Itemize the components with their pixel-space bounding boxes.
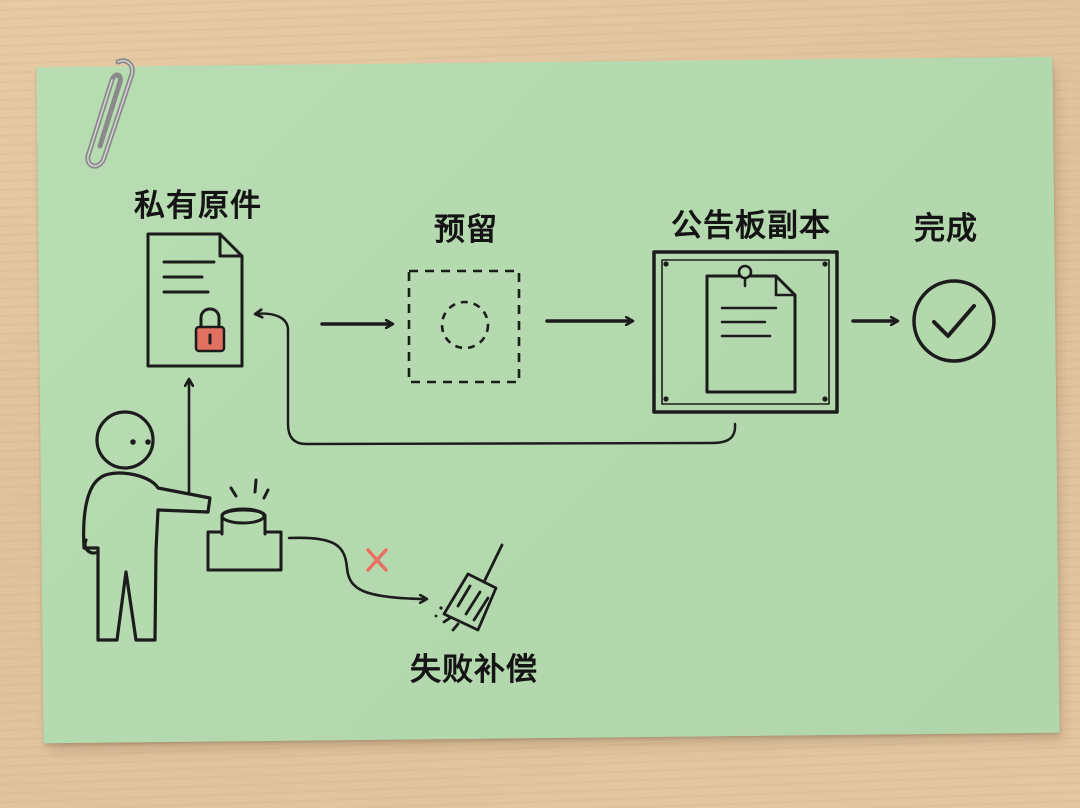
- label-reserve: 预留: [434, 212, 498, 248]
- dashed-placeholder-icon: [407, 269, 521, 384]
- label-done: 完成: [914, 211, 978, 247]
- broom-icon: [434, 543, 504, 632]
- pinned-note-icon: [652, 250, 839, 414]
- checkmark-icon: [912, 279, 996, 363]
- label-board-copy: 公告板副本: [671, 208, 831, 244]
- person-icon: [82, 410, 212, 642]
- arrow-button-to-compensation: [287, 536, 426, 599]
- label-private-original: 私有原件: [134, 188, 262, 224]
- push-button-icon: [206, 478, 283, 572]
- arrow-board-back-to-original: [256, 314, 737, 446]
- paperclip-icon: [85, 58, 135, 169]
- cross-icon: [366, 548, 388, 572]
- lock-icon: [194, 307, 226, 353]
- document-icon: [146, 232, 244, 368]
- label-failure-compensation: 失败补偿: [410, 652, 538, 688]
